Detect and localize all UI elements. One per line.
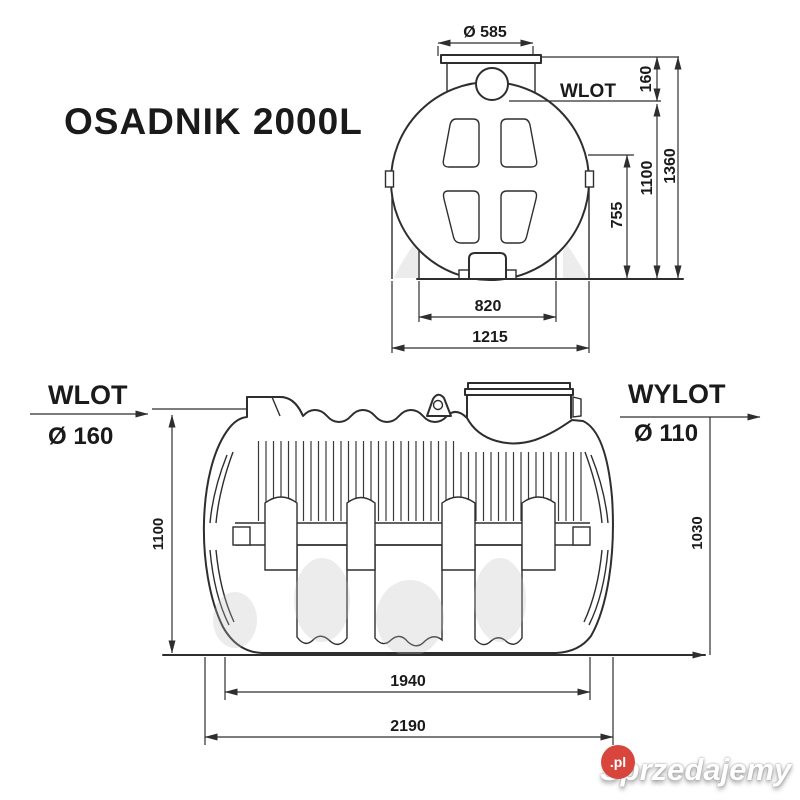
inlet-callout: WLOT Ø 160 [30,380,247,450]
band-end-tab-right [572,526,591,546]
dim-outlet-height: 1030 [689,417,711,655]
dim-label-1940: 1940 [390,673,426,690]
wlot-label-side: WLOT [48,380,128,410]
band-columns [264,496,556,571]
watermark-suffix: .pl [610,754,626,770]
band-end-tab-left [232,526,251,546]
dim-length-inner: 1940 [224,657,591,700]
page-title: OSADNIK 2000L [64,101,363,142]
dim-length-overall: 2190 [204,657,614,745]
wlot-label-front: WLOT [560,81,616,102]
dim-label-2190: 2190 [390,718,426,735]
dim-base-width: 820 [418,281,557,322]
dim-label-160: 160 [638,66,655,93]
dim-label-1100-side: 1100 [150,518,167,551]
inlet-stub [246,396,303,417]
dim-overall-width: 1215 [391,281,590,353]
manhole-lid-front [440,54,542,64]
inlet-pipe-circle [475,67,509,101]
dim-lid-diameter: Ø 585 [437,24,534,56]
side-view: WLOT Ø 160 WYLOT Ø 110 1100 1030 1940 [30,379,761,745]
dim-mid-height: 755 [588,154,634,279]
dim-label-1360: 1360 [662,148,679,184]
end-cap-recess-panels [442,118,538,244]
front-view: Ø 585 WLOT 160 1100 1360 755 [384,24,684,353]
wylot-diameter-label: Ø 110 [634,420,698,447]
band-tab-right [584,170,595,188]
dim-label-820: 820 [475,298,502,315]
band-tab-left [384,170,395,188]
lifting-lug [426,393,452,417]
dim-label-1100-front: 1100 [639,161,656,196]
wylot-label: WYLOT [628,379,726,409]
dim-label-1030: 1030 [689,516,706,549]
rib-panels-lower [296,544,523,647]
watermark: Sprzedajemy .pl [600,744,795,794]
manhole-side [464,382,582,419]
dim-inlet-offset: 160 [638,56,661,102]
outlet-callout: WYLOT Ø 110 [620,379,761,447]
watermark-badge-circle [601,745,635,779]
dim-label-755: 755 [609,202,626,229]
watermark-badge: .pl [601,745,635,779]
wlot-diameter-label: Ø 160 [48,423,113,450]
dim-side-height: 1100 [150,414,176,654]
tank-end-circle [390,81,590,281]
dim-label-585: Ø 585 [463,24,507,41]
dim-label-1215: 1215 [472,329,508,346]
end-cap-seams [209,451,609,626]
dim-total-height: 1360 [662,56,682,279]
dim-inlet-height-front: 1100 [639,103,661,279]
